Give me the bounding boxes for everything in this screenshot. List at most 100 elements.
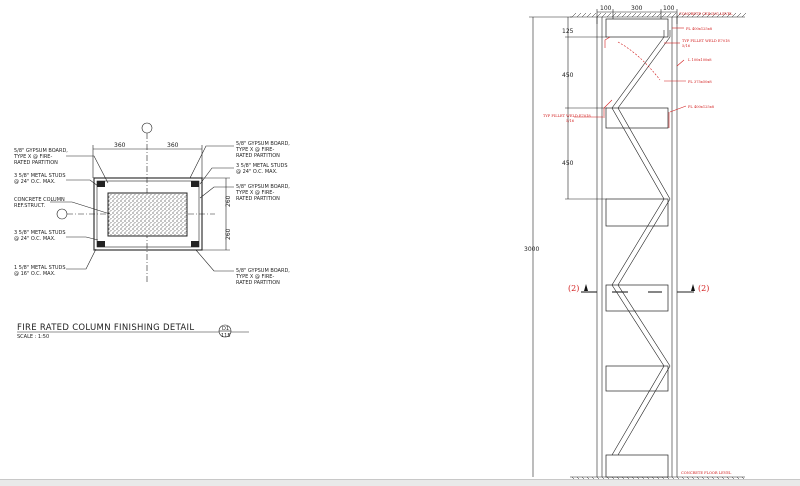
dim-300: 300 [631, 5, 643, 12]
note-fillet-weld-top-size: 5/16 [682, 44, 691, 48]
note-fillet-weld-left-size: 5/16 [566, 119, 575, 123]
grid-bubble-left [56, 208, 68, 220]
label-metal-studs-left-2: 3 5/8" METAL STUDS @ 24" O.C. MAX. [14, 230, 66, 242]
hatch-mark [741, 12, 747, 18]
dim-3000: 3000 [524, 246, 539, 253]
svg-text:TYPE X @ FIRE-: TYPE X @ FIRE- [235, 190, 274, 196]
weld-left-highlight [603, 99, 613, 118]
svg-text:RATED PARTITION: RATED PARTITION [14, 160, 58, 166]
svg-text:@ 24" O.C. MAX.: @ 24" O.C. MAX. [14, 236, 56, 242]
hatch-mark [736, 12, 742, 18]
hatch-mark [591, 12, 597, 18]
hatch-mark [686, 12, 692, 18]
note-plate-mid: PL 375x50x8 [688, 80, 712, 84]
label-metal-studs-left-3: 1 5/8" METAL STUDS @ 16" O.C. MAX. [14, 265, 66, 277]
plate-bottom [605, 454, 669, 478]
note-angle: L 100x100x8 [688, 58, 712, 62]
detail-scale: SCALE : 1:50 [17, 334, 49, 340]
hatch-mark [641, 12, 647, 18]
svg-text:TYPE X @ FIRE-: TYPE X @ FIRE- [235, 147, 274, 153]
dim-100-left: 100 [600, 5, 612, 12]
hatch-mark [586, 12, 592, 18]
hatch-mark [716, 12, 722, 18]
section-mark-left: (2) [568, 284, 579, 293]
grid-bubble-top [141, 122, 153, 134]
svg-text:3 5/8" METAL STUDS: 3 5/8" METAL STUDS [14, 230, 66, 236]
label-metal-studs-left-1: 3 5/8" METAL STUDS @ 24" O.C. MAX. [14, 173, 66, 185]
svg-text:3 5/8" METAL STUDS: 3 5/8" METAL STUDS [14, 173, 66, 179]
note-plate-low: PL 400x125x8 [688, 105, 715, 109]
detail-title: FIRE RATED COLUMN FINISHING DETAIL [17, 323, 194, 333]
hatch-mark [701, 12, 707, 18]
svg-text:5/8" GYPSUM BOARD,: 5/8" GYPSUM BOARD, [236, 268, 290, 274]
diagonal-bracing-b [617, 36, 671, 456]
hatch-mark [611, 12, 617, 18]
hatch-mark [726, 12, 732, 18]
svg-text:RATED PARTITION: RATED PARTITION [236, 153, 280, 159]
svg-text:@ 24" O.C. MAX.: @ 24" O.C. MAX. [14, 179, 56, 185]
stud-corner [97, 181, 105, 187]
dim-100-right: 100 [663, 5, 675, 12]
hatch-mark [601, 12, 607, 18]
hatch-mark [576, 12, 582, 18]
hatch-mark [571, 12, 577, 18]
section-mark-right: (2) [698, 284, 709, 293]
svg-text:CONCRETE COLUMN: CONCRETE COLUMN [14, 197, 65, 203]
hatch-mark [706, 12, 712, 18]
hatch-mark [731, 12, 737, 18]
hatch-mark [631, 12, 637, 18]
plate-middle [605, 198, 669, 227]
label-metal-studs-right: 3 5/8" METAL STUDS @ 24" O.C. MAX. [236, 163, 288, 175]
hatch-mark [616, 12, 622, 18]
label-gypsum-top-left: 5/8" GYPSUM BOARD, TYPE X @ FIRE- RATED … [13, 148, 68, 166]
label-gypsum-bottom-right: 5/8" GYPSUM BOARD, TYPE X @ FIRE- RATED … [235, 268, 290, 286]
hatch-mark [636, 12, 642, 18]
hatch-mark [681, 12, 687, 18]
svg-text:@ 16" O.C. MAX.: @ 16" O.C. MAX. [14, 271, 56, 277]
dim-360-left: 360 [114, 142, 126, 149]
hatch-mark [596, 12, 602, 18]
plate-top [605, 18, 669, 38]
svg-text:5/8" GYPSUM BOARD,: 5/8" GYPSUM BOARD, [236, 141, 290, 147]
concrete-column [107, 192, 188, 237]
hatch-mark [671, 12, 677, 18]
diagonal-bracing-a [611, 36, 665, 456]
ceiling-level-label: CONCRETE CEILING LEVEL [679, 12, 733, 16]
hatch-mark [691, 12, 697, 18]
hatch-mark [711, 12, 717, 18]
svg-text:@ 24" O.C. MAX.: @ 24" O.C. MAX. [236, 169, 278, 175]
hatch-mark [676, 12, 682, 18]
gypsum-board-inner [96, 180, 200, 248]
hatch-mark [606, 12, 612, 18]
svg-text:5/8" GYPSUM BOARD,: 5/8" GYPSUM BOARD, [236, 184, 290, 190]
hatch-mark [696, 12, 702, 18]
dim-260-bottom: 260 [225, 228, 232, 240]
svg-text:TYPE X @ FIRE-: TYPE X @ FIRE- [235, 274, 274, 280]
svg-text:RATED PARTITION: RATED PARTITION [236, 196, 280, 202]
note-fillet-weld-top: TYP FILLET WELD E7018 [682, 39, 730, 43]
svg-text:TYPE X @ FIRE-: TYPE X @ FIRE- [13, 154, 52, 160]
ref-detail-number: D1 [222, 326, 229, 332]
svg-text:5/8" GYPSUM BOARD,: 5/8" GYPSUM BOARD, [14, 148, 68, 154]
svg-text:3 5/8" METAL STUDS: 3 5/8" METAL STUDS [236, 163, 288, 169]
hatch-mark [581, 12, 587, 18]
hatch-mark [656, 12, 662, 18]
gypsum-board-outer [93, 177, 203, 251]
hatch-mark [651, 12, 657, 18]
svg-text:RATED PARTITION: RATED PARTITION [236, 280, 280, 286]
section-arrow-right [691, 284, 695, 291]
plate-lower [605, 365, 669, 392]
dim-360-right: 360 [167, 142, 179, 149]
label-gypsum-mid-right: 5/8" GYPSUM BOARD, TYPE X @ FIRE- RATED … [235, 184, 290, 202]
floor-level-label: CONCRETE FLOOR LEVEL [681, 471, 732, 475]
bracing-elevation: CONCRETE CEILING LEVEL CONCRETE FLOOR LE… [524, 5, 747, 482]
ref-sheet-number: 115 [221, 333, 231, 339]
dim-125: 125 [562, 28, 574, 35]
status-bar [0, 479, 800, 486]
svg-text:1 5/8" METAL STUDS: 1 5/8" METAL STUDS [14, 265, 66, 271]
ceiling-hatch [571, 12, 747, 18]
dim-450-upper: 450 [562, 72, 574, 79]
hatch-mark [646, 12, 652, 18]
plate-upper [605, 107, 669, 129]
